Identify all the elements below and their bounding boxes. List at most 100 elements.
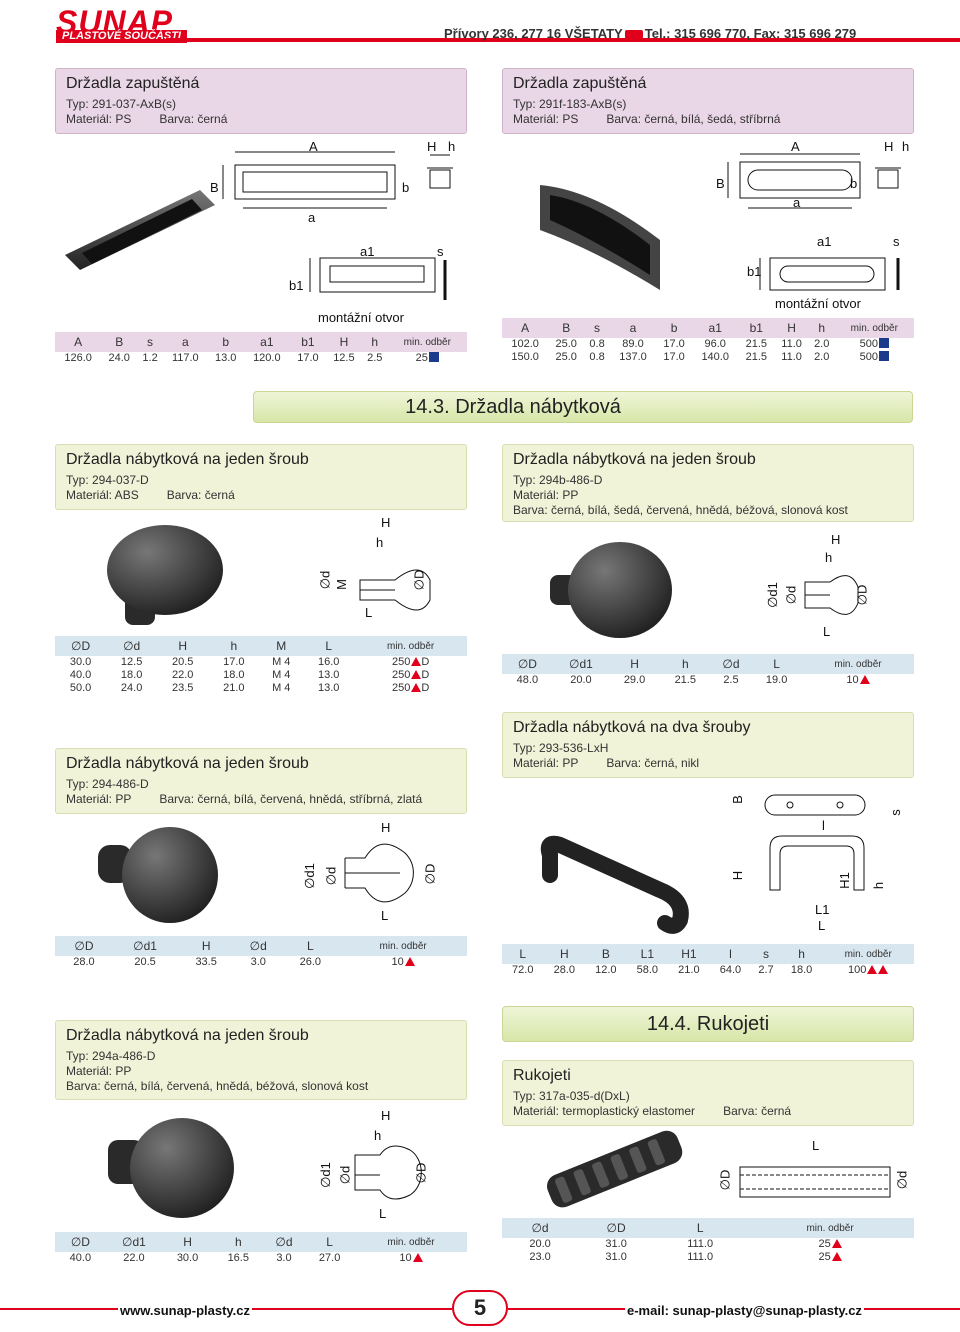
- table-cell: 18.0: [223, 669, 245, 681]
- dim-label-l: l: [822, 818, 825, 833]
- logo-subtitle: PLASTOVÉ SOUČÁSTI: [56, 30, 187, 43]
- warning-icon: [411, 670, 422, 679]
- warning-icon: [411, 657, 422, 666]
- ball-knob-image: [98, 827, 218, 923]
- bow-handle-image: [540, 835, 689, 934]
- dim-label-s: s: [437, 244, 444, 259]
- table-cell: 25.0: [555, 351, 577, 363]
- product-color: Barva: černá, bílá, šedá, červená, hnědá…: [513, 503, 848, 517]
- table-header-cell: min. odběr: [802, 654, 914, 674]
- table-header-cell: L: [281, 936, 340, 956]
- table-header-cell: a1: [692, 318, 739, 338]
- table-header-cell: H: [162, 1232, 213, 1252]
- table-cell: 2.7: [758, 964, 774, 976]
- product-title: Držadla nábytková na dva šrouby: [513, 719, 751, 736]
- table-cell: 2.0: [814, 338, 830, 350]
- product-material: Materiál: PP: [513, 756, 579, 770]
- table-cell: 20.0: [529, 1238, 551, 1250]
- dim-label-d: ∅d: [317, 570, 333, 590]
- table-header-cell: h: [659, 654, 711, 674]
- table-cell: 21.5: [745, 351, 768, 363]
- table-cell: 17.0: [223, 656, 245, 668]
- table-header-cell: ∅D: [502, 654, 553, 674]
- dim-label-B: B: [210, 180, 219, 195]
- table-header-cell: a1: [243, 332, 290, 352]
- mounting-hole-label: montážní otvor: [318, 310, 404, 325]
- table-cell: 20.5: [134, 956, 156, 968]
- table-cell: 30.0: [176, 1252, 199, 1264]
- product-color: Barva: černá: [723, 1104, 792, 1118]
- table-cell: 12.0: [595, 964, 617, 976]
- address: Přívory 236, 277 16 VŠETATY: [444, 26, 623, 41]
- dim-label-h: h: [376, 535, 384, 550]
- table-cell: 25: [388, 352, 467, 365]
- table-cell: 26.0: [299, 956, 322, 968]
- phone: Tel.: 315 696 770, Fax: 315 696 279: [644, 26, 857, 41]
- product-material: Materiál: PS: [66, 112, 132, 126]
- table-cell: 28.0: [73, 956, 95, 968]
- product-box-294-037: Držadla nábytková na jeden šroub Typ: 29…: [55, 444, 467, 510]
- table-cell: 19.0: [765, 674, 788, 686]
- dim-label-d: ∅d: [894, 1170, 910, 1190]
- table-cell: M 4: [272, 682, 291, 694]
- table-cell: 2.0: [814, 351, 830, 363]
- table-header-cell: h: [208, 636, 260, 656]
- table-header-cell: min. odběr: [746, 1218, 914, 1238]
- table-cell: 58.0: [636, 964, 659, 976]
- table-header-cell: ∅d: [263, 1232, 305, 1252]
- footer-website[interactable]: www.sunap-plasty.cz: [118, 1303, 253, 1318]
- table-cell: 120.0: [253, 352, 281, 364]
- table-cell: 30.0: [69, 656, 92, 668]
- table-cell: 500: [835, 338, 914, 351]
- table-cell: 24.0: [120, 682, 143, 694]
- dim-label-A: A: [791, 139, 800, 154]
- product-type: Typ: 294-486-D: [66, 777, 149, 791]
- dim-label-d: ∅d: [323, 866, 339, 886]
- table-header-cell: min. odběr: [822, 944, 914, 964]
- table-header-cell: a: [609, 318, 657, 338]
- product-type: Typ: 294b-486-D: [513, 473, 603, 487]
- table-header-cell: s: [751, 944, 781, 964]
- table-cell: 11.0: [781, 351, 802, 363]
- table-header-cell: ∅D: [578, 1218, 655, 1238]
- table-cell: 24.0: [108, 352, 130, 364]
- table-cell: 96.0: [704, 338, 726, 350]
- table-header-cell: h: [361, 332, 388, 352]
- package-icon: [878, 338, 889, 348]
- knob-294a-486-image: [108, 1118, 234, 1218]
- table-cell: 10: [802, 674, 914, 687]
- knob-294-037-image: [107, 525, 223, 625]
- table-cell: 0.8: [589, 338, 605, 350]
- table-cell: 17.0: [663, 351, 685, 363]
- table-header-cell: h: [212, 1232, 264, 1252]
- warning-icon: [404, 957, 415, 966]
- product-type: Typ: 294-037-D: [66, 473, 149, 487]
- dim-label-L: L: [818, 918, 826, 933]
- table-cell: 16.0: [317, 656, 340, 668]
- table-header-cell: H: [609, 654, 660, 674]
- dim-label-L: L: [379, 1206, 387, 1221]
- table-header-cell: H: [543, 944, 586, 964]
- warning-icon: [831, 1252, 842, 1261]
- product-title: Držadla nábytková na jeden šroub: [66, 755, 309, 772]
- table-cell: M 4: [272, 656, 291, 668]
- dim-label-h: h: [825, 550, 833, 565]
- warning-icon: [411, 683, 422, 692]
- product-title: Držadla zapuštěná: [513, 75, 647, 92]
- table-header-cell: l: [709, 944, 752, 964]
- table-header-cell: min. odběr: [834, 318, 914, 338]
- page-number: 5: [452, 1290, 508, 1326]
- table-cell: 111.0: [687, 1238, 714, 1250]
- footer-email[interactable]: e-mail: sunap-plasty@sunap-plasty.cz: [625, 1303, 864, 1318]
- table-cell: 25: [746, 1238, 914, 1251]
- table-header-cell: A: [502, 318, 549, 338]
